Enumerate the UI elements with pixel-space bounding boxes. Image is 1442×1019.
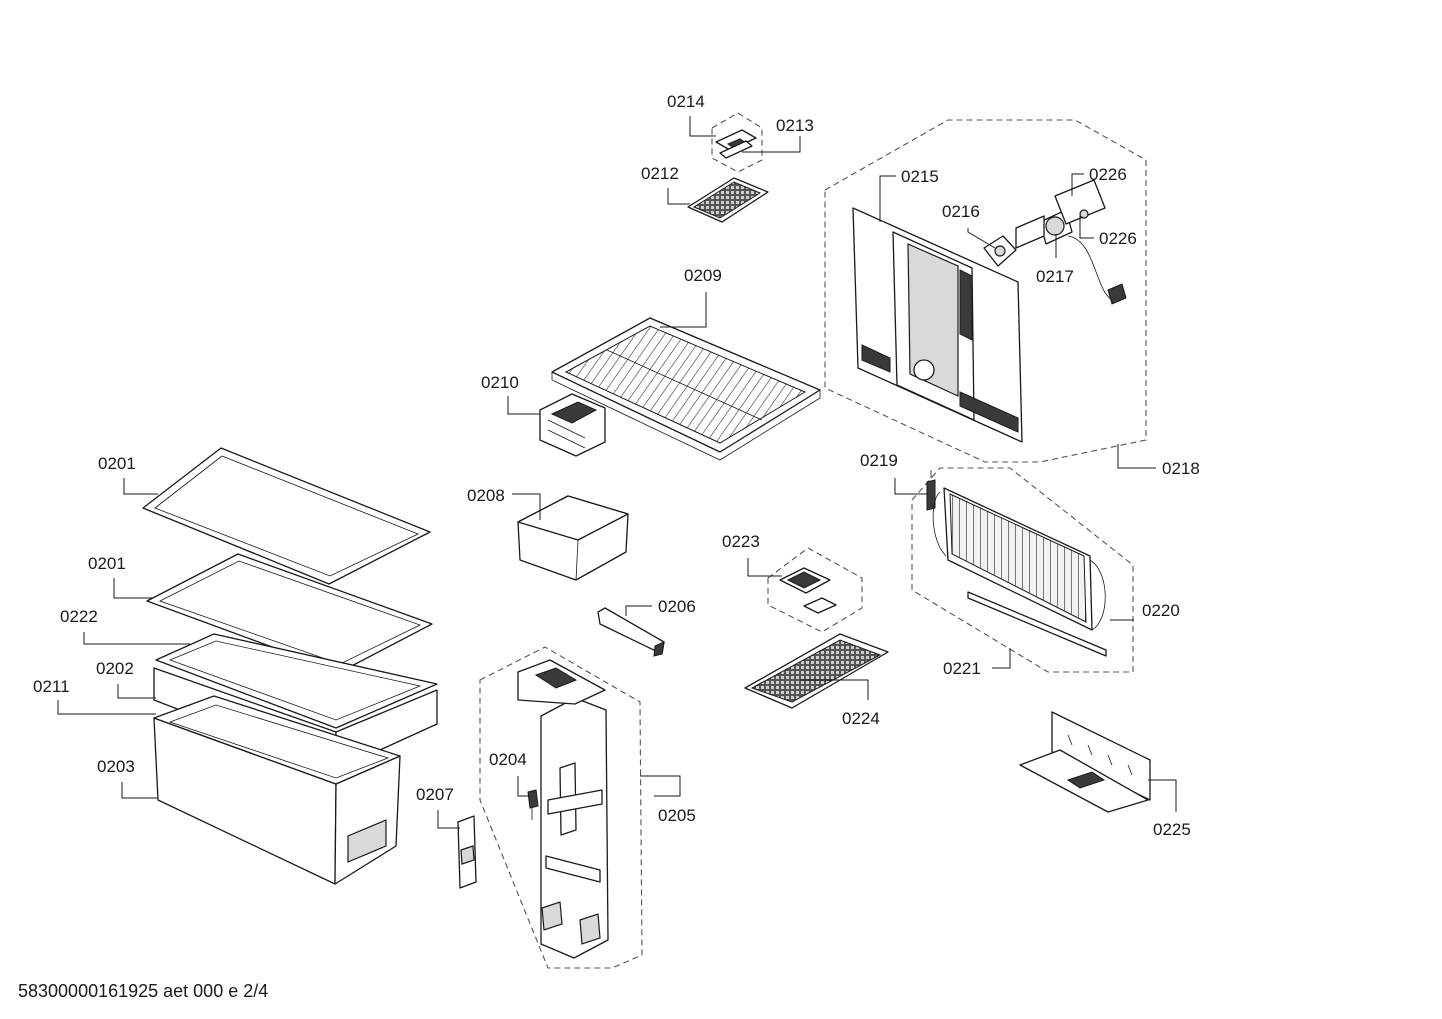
group-outline-0205 bbox=[479, 646, 643, 969]
label-0223: 0223 bbox=[722, 532, 760, 551]
label-0226a: 0226 bbox=[1089, 165, 1127, 184]
part-0222-crisper-lid bbox=[155, 633, 438, 729]
group-outline-0213-0214 bbox=[711, 112, 763, 173]
label-0222: 0222 bbox=[60, 607, 98, 626]
label-0221: 0221 bbox=[943, 659, 981, 678]
part-0208-container bbox=[517, 495, 629, 581]
part-0220-evaporator bbox=[932, 487, 1106, 631]
label-0202: 0202 bbox=[96, 659, 134, 678]
label-0219: 0219 bbox=[860, 451, 898, 470]
leader-0201a bbox=[123, 478, 158, 495]
leader-0213 bbox=[742, 136, 801, 153]
part-0217-fan-motor bbox=[1039, 209, 1127, 305]
leader-0207 bbox=[437, 810, 460, 829]
label-0216: 0216 bbox=[942, 202, 980, 221]
leader-0216 bbox=[967, 228, 996, 249]
leader-lines bbox=[57, 116, 1177, 829]
leader-0205 bbox=[640, 775, 681, 797]
label-0226b: 0226 bbox=[1099, 229, 1137, 248]
label-0224: 0224 bbox=[842, 709, 880, 728]
document-footer-id: 58300000161925 aet 000 e 2/4 bbox=[18, 981, 269, 1001]
label-0201-top: 0201 bbox=[98, 454, 136, 473]
leader-0225 bbox=[1148, 779, 1177, 812]
part-0203-drawer bbox=[153, 695, 401, 885]
leader-0202 bbox=[117, 684, 156, 699]
label-0205: 0205 bbox=[658, 806, 696, 825]
leader-0226b bbox=[1079, 216, 1094, 239]
label-0220: 0220 bbox=[1142, 601, 1180, 620]
label-0204: 0204 bbox=[489, 750, 527, 769]
label-0225: 0225 bbox=[1153, 820, 1191, 839]
part-0209-cover-plate bbox=[551, 317, 821, 461]
part-0210-housing bbox=[539, 393, 606, 457]
part-0225-bracket bbox=[1019, 711, 1151, 813]
leader-0211 bbox=[57, 700, 156, 715]
part-0212-grille bbox=[687, 177, 769, 223]
leader-0219 bbox=[894, 478, 928, 495]
label-0210: 0210 bbox=[481, 373, 519, 392]
leader-0218 bbox=[1117, 444, 1156, 469]
leader-0210 bbox=[507, 396, 540, 415]
label-0215: 0215 bbox=[901, 167, 939, 186]
label-0213: 0213 bbox=[776, 116, 814, 135]
part-0219-sensor bbox=[926, 470, 936, 511]
label-0207: 0207 bbox=[416, 785, 454, 804]
leader-0201b bbox=[113, 578, 152, 599]
label-0203: 0203 bbox=[97, 757, 135, 776]
label-0217: 0217 bbox=[1036, 267, 1074, 286]
leader-0226a bbox=[1071, 173, 1084, 196]
label-0201-lower: 0201 bbox=[88, 554, 126, 573]
leader-0223 bbox=[747, 558, 782, 577]
part-0205-back-panel bbox=[517, 659, 609, 959]
part-0213-0214-bracket bbox=[715, 129, 757, 159]
leader-0208 bbox=[512, 493, 541, 520]
part-0204-sensor bbox=[527, 789, 539, 820]
part-0216-fan-blade bbox=[983, 235, 1017, 267]
label-0208: 0208 bbox=[467, 486, 505, 505]
group-outline-0220 bbox=[911, 467, 1134, 673]
group-outline-0218 bbox=[824, 119, 1147, 463]
part-0226-motor-bracket bbox=[1015, 179, 1106, 249]
part-0207-cover bbox=[457, 815, 477, 889]
group-outline-0223 bbox=[767, 547, 863, 633]
part-0206-strip bbox=[597, 607, 665, 657]
leader-0222 bbox=[83, 632, 190, 645]
leader-0203 bbox=[121, 782, 158, 799]
label-0212: 0212 bbox=[641, 164, 679, 183]
leader-0221 bbox=[992, 648, 1011, 669]
leader-0209 bbox=[660, 292, 707, 328]
label-0211: 0211 bbox=[33, 677, 70, 696]
leader-0212 bbox=[667, 188, 690, 205]
leader-0204 bbox=[517, 776, 530, 797]
part-0224-grille-tray bbox=[744, 633, 889, 709]
part-0201-glass-shelf-top bbox=[142, 447, 431, 585]
leader-0224 bbox=[800, 679, 869, 700]
leader-0215 bbox=[879, 175, 896, 222]
part-0215-evaporator-cover bbox=[852, 207, 1023, 443]
label-0206: 0206 bbox=[658, 597, 696, 616]
label-0214: 0214 bbox=[667, 92, 705, 111]
leader-0206 bbox=[625, 605, 652, 616]
label-0209: 0209 bbox=[684, 266, 722, 285]
label-0218: 0218 bbox=[1162, 459, 1200, 478]
part-0221-drain-strip bbox=[967, 591, 1107, 657]
leader-0214 bbox=[689, 116, 716, 137]
part-0223-bracket bbox=[779, 567, 837, 614]
part-labels: 0214 0213 0212 0209 0210 0215 0216 0226 … bbox=[33, 92, 1200, 839]
